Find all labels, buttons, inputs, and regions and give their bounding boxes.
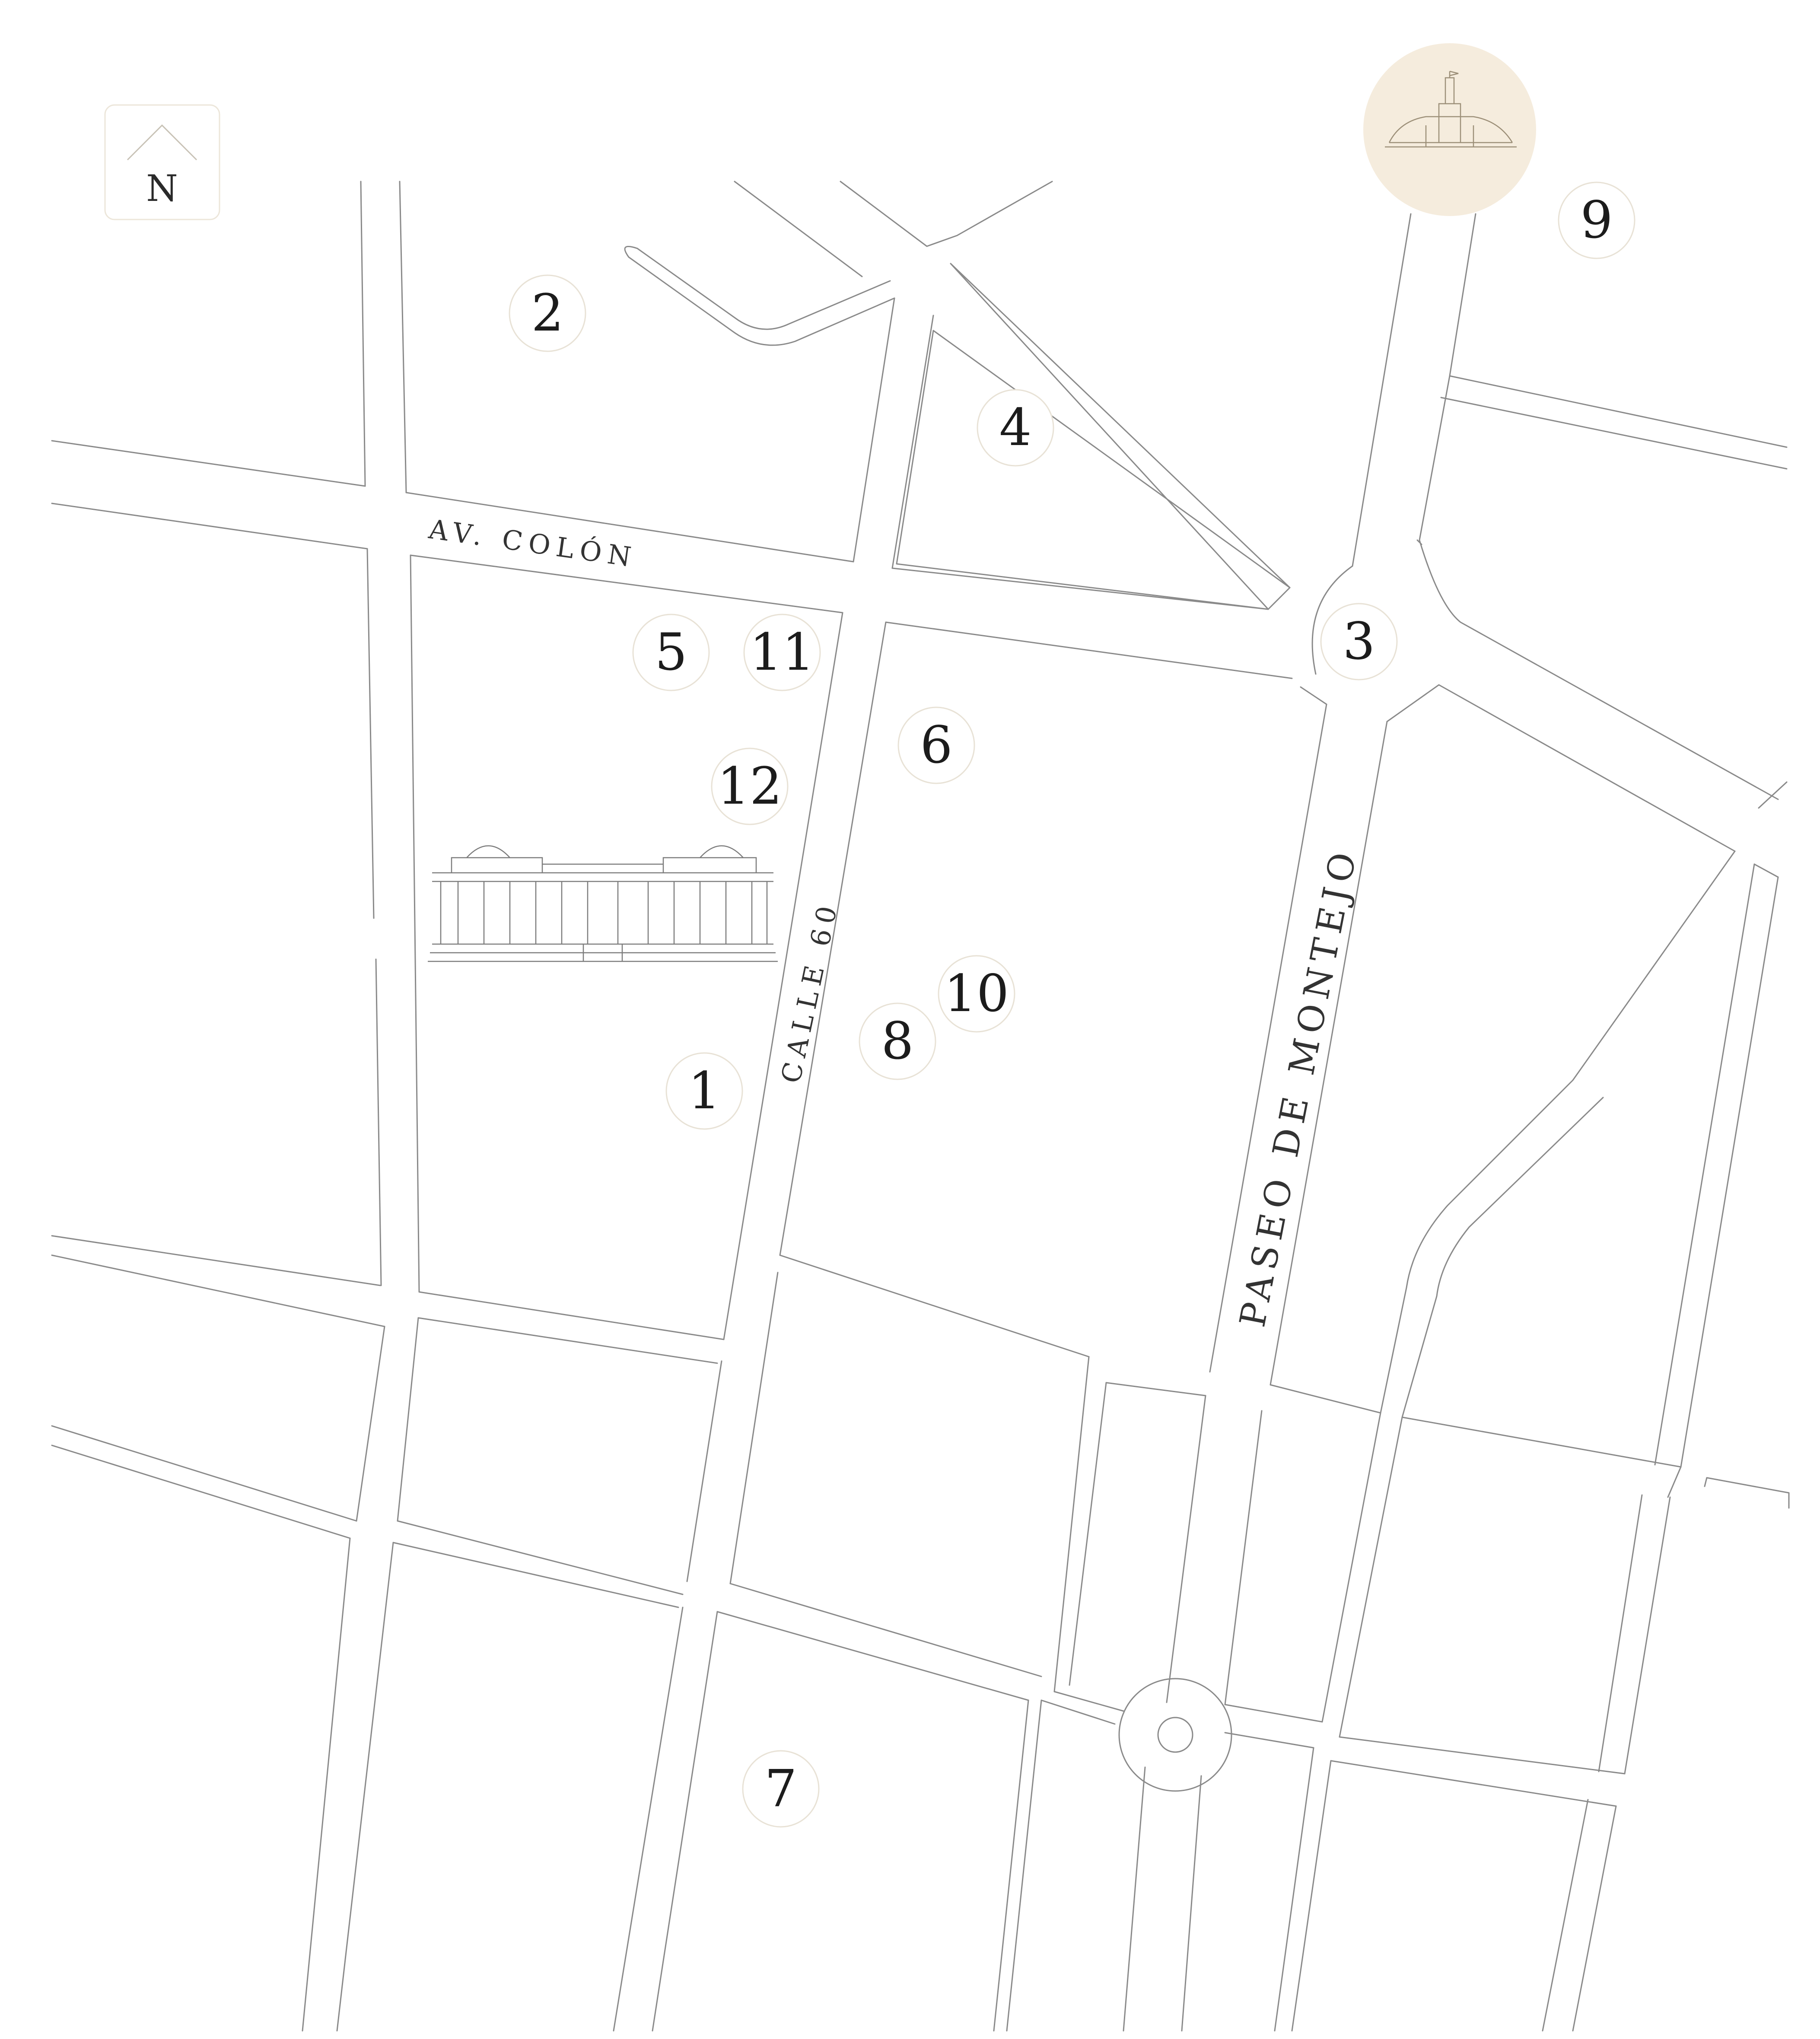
south-cross-streets-road	[993, 1356, 1403, 2032]
marker-4[interactable]: 4	[977, 389, 1054, 467]
monumento-a-la-patria-icon	[1363, 43, 1536, 216]
monument-background	[1363, 43, 1536, 216]
bottom-roundabout	[1118, 1678, 1232, 1792]
marker-11[interactable]: 11	[743, 614, 821, 691]
marker-4-label: 4	[999, 398, 1031, 457]
marker-8-label: 8	[881, 1011, 913, 1071]
marker-9-label: 9	[1580, 190, 1613, 250]
av-colon-road	[51, 440, 1293, 679]
paseo-montejo-road	[1123, 213, 1476, 2032]
north-arrow-icon: N	[104, 104, 220, 220]
west-street-road	[302, 181, 420, 2032]
marker-3-label: 3	[1343, 611, 1375, 671]
ne-streets-road	[1440, 375, 1788, 470]
marker-7[interactable]: 7	[742, 1750, 820, 1828]
av-colon-label: AV. COLÓN	[426, 513, 639, 573]
marker-2[interactable]: 2	[509, 274, 586, 352]
marker-2-label: 2	[531, 283, 563, 343]
marker-12-label: 12	[717, 756, 782, 816]
marker-10[interactable]: 10	[938, 955, 1015, 1033]
east-street-road	[1542, 863, 1779, 2032]
south-block-streets-road	[51, 1235, 1790, 1807]
marker-10-label: 10	[944, 964, 1009, 1023]
triangle-block-road	[896, 330, 1291, 610]
curved-branch-road	[624, 246, 895, 346]
marker-1-label: 1	[688, 1061, 720, 1120]
calle-60-label: CALLE 60	[775, 897, 844, 1086]
east-curve-road	[1380, 850, 1779, 1418]
top-roundabout-road	[1300, 375, 1788, 852]
marker-5[interactable]: 5	[632, 614, 710, 691]
road-network	[51, 181, 1790, 2032]
calle-60-road	[613, 297, 934, 2032]
marker-6-label: 6	[920, 715, 952, 775]
marker-7-label: 7	[764, 1759, 797, 1818]
marker-3[interactable]: 3	[1320, 603, 1398, 681]
marker-5-label: 5	[655, 622, 687, 682]
marker-9[interactable]: 9	[1558, 181, 1635, 259]
diagonal-upper-road	[734, 181, 1291, 610]
compass-label: N	[146, 167, 178, 210]
marker-1[interactable]: 1	[665, 1052, 743, 1130]
marker-12[interactable]: 12	[711, 748, 789, 825]
marker-6[interactable]: 6	[897, 706, 975, 784]
palacio-building-icon	[428, 845, 778, 962]
marker-8[interactable]: 8	[859, 1002, 936, 1080]
marker-11-label: 11	[750, 622, 815, 682]
paseo-de-montejo-label: PASEO DE MONTEJO	[1232, 843, 1365, 1330]
bottom-roundabout-island	[1157, 1717, 1193, 1753]
